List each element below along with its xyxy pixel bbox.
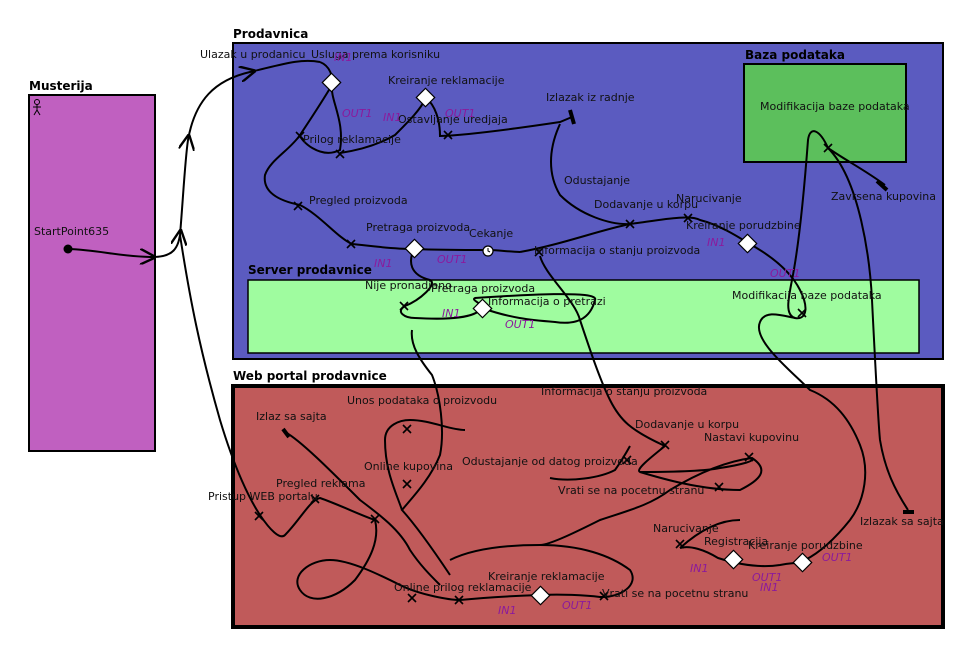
label-pregled-proizvoda: Pregled proizvoda — [309, 194, 408, 207]
label-kreiranje-porudzbine: Kreiranje porudzbine — [686, 219, 801, 232]
label-izlazak-radnje: Izlazak iz radnje — [546, 91, 635, 104]
label-odustajanje-proizvoda: Odustajanje od datog proizvoda — [462, 455, 638, 468]
lane-webportal-title: Web portal prodavnice — [233, 369, 387, 383]
label-informacija-stanju: Informacija o stanju proizvoda — [534, 244, 700, 257]
start-point-label: StartPoint635 — [34, 225, 109, 238]
port-in1: IN1 — [760, 581, 778, 594]
port-out1: OUT1 — [342, 107, 372, 120]
lane-server-title: Server prodavnice — [248, 263, 372, 277]
label-izlazak-sajta: Izlazak sa sajta — [860, 515, 944, 528]
label-cekanje: Cekanje — [469, 227, 513, 240]
port-out1: OUT1 — [752, 571, 782, 584]
start-point-dot — [63, 244, 73, 254]
terminal-izlaz-sajta — [281, 427, 291, 439]
port-out1: OUT1 — [562, 599, 592, 612]
label-ostavljanje: Ostavljanje uredjaja — [398, 113, 508, 126]
port-in1: IN1 — [707, 236, 725, 249]
lane-server — [247, 279, 920, 354]
terminal-zavrsena-kupovina — [875, 179, 889, 192]
label-pregled-reklama: Pregled reklama — [276, 477, 365, 490]
lane-prodavnica-title: Prodavnica — [233, 27, 308, 41]
terminal-izlazak-radnje — [568, 109, 576, 125]
label-online-kupovina: Online kupovina — [364, 460, 453, 473]
label-pristup-portalu: Pristup WEB portalu — [208, 490, 318, 503]
lane-baza — [743, 63, 907, 163]
lane-musterija-title: Musterija — [29, 79, 93, 93]
port-out1: OUT1 — [437, 253, 467, 266]
port-out1: OUT1 — [445, 107, 475, 120]
label-registracija: Registracija — [704, 535, 768, 548]
label-informacija-pretrazi: Informacija o pretrazi — [488, 295, 606, 308]
label-narucivanje: Narucivanje — [676, 192, 742, 205]
lane-musterija — [28, 94, 156, 452]
label-vrati-pocetnu-2: Vrati se na pocetnu stranu — [602, 587, 748, 600]
label-web-info-stanju: Informacija o stanju proizvoda — [541, 385, 707, 398]
label-prilog-reklamacije: Prilog reklamacije — [303, 133, 401, 146]
label-usluga: Usluga prema korisniku — [311, 48, 440, 61]
label-pretraga-proizvoda: Pretraga proizvoda — [366, 221, 470, 234]
label-nije-pronadjeno: Nije pronadjeno — [365, 279, 452, 292]
gateway-diamonds — [321, 72, 813, 606]
label-kreiranje-reklamacije: Kreiranje reklamacije — [388, 74, 505, 87]
port-in1: IN1 — [374, 257, 392, 270]
label-nastavi-kupovinu: Nastavi kupovinu — [704, 431, 799, 444]
label-web-kreiranje-porudzbine: Kreiranje porudzbine — [748, 539, 863, 552]
node-labels: StartPoint635 Ulazak u prodanicu Usluga … — [34, 48, 944, 600]
label-srv-pretraga: Pretraga proizvoda — [431, 282, 535, 295]
stick-figure-icon — [33, 99, 41, 116]
port-in1: IN1 — [442, 307, 460, 320]
port-in1: IN1 — [334, 51, 352, 64]
port-out1: OUT1 — [770, 267, 800, 280]
port-out1: OUT1 — [505, 318, 535, 331]
lane-baza-title: Baza podataka — [745, 48, 845, 62]
port-out1: OUT1 — [822, 551, 852, 564]
label-web-dodavanje: Dodavanje u korpu — [635, 418, 739, 431]
flow-lines — [67, 59, 909, 601]
label-zavrsena-kupovina: Zavrsena kupovina — [831, 190, 936, 203]
label-online-prilog: Online prilog reklamacije — [394, 581, 532, 594]
label-unos-podataka: Unos podataka o proizvodu — [347, 394, 497, 407]
label-web-narucivanje: Narucivanje — [653, 522, 719, 535]
label-web-kreiranje-reklamacije: Kreiranje reklamacije — [488, 570, 605, 583]
label-modifikacija-baze: Modifikacija baze podataka — [760, 100, 910, 113]
port-in1: IN1 — [383, 111, 401, 124]
port-in1: IN1 — [498, 604, 516, 617]
label-odustajanje: Odustajanje — [564, 174, 630, 187]
label-dodavanje-korpu: Dodavanje u korpu — [594, 198, 698, 211]
label-ulazak: Ulazak u prodanicu — [200, 48, 305, 61]
port-in1: IN1 — [690, 562, 708, 575]
label-vrati-pocetnu-1: Vrati se na pocetnu stranu — [558, 484, 704, 497]
flow-nodes — [254, 130, 833, 605]
label-srv-modifikacija: Modifikacija baze podataka — [732, 289, 882, 302]
clock-icon — [482, 245, 494, 257]
port-labels: IN1 OUT1 IN1 OUT1 IN1 OUT1 IN1 OUT1 IN1 … — [334, 51, 852, 617]
label-izlaz-sajta: Izlaz sa sajta — [256, 410, 327, 423]
lane-webportal — [231, 384, 945, 629]
